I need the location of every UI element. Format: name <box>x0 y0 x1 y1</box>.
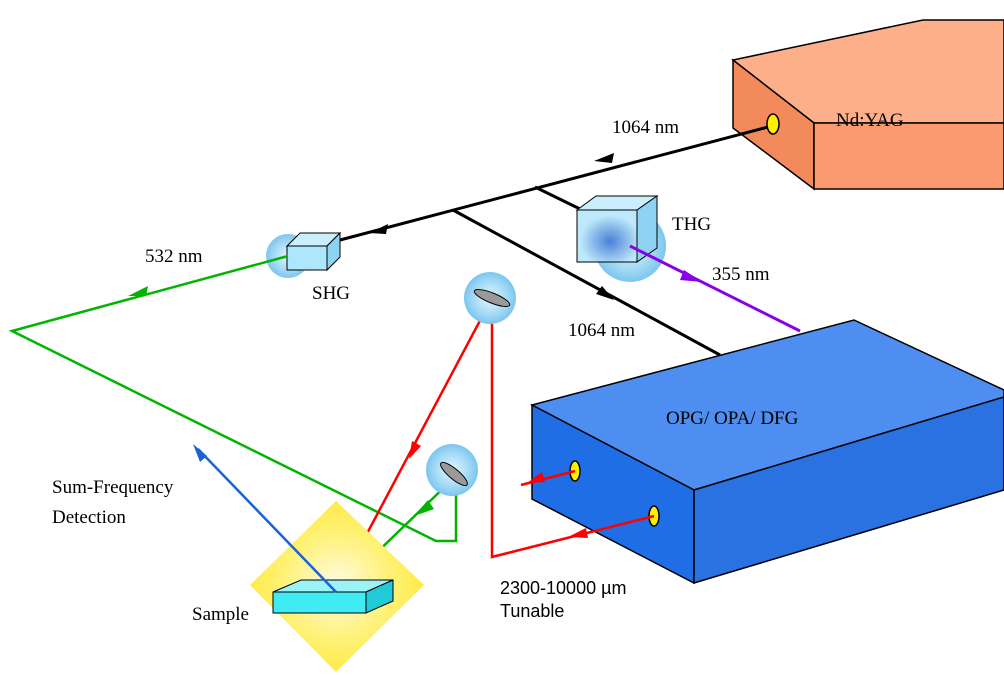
red-arrow-diagonal <box>409 441 421 459</box>
mirror-upper <box>464 272 516 324</box>
ir-beam-to-thg <box>534 185 581 211</box>
red-arrow-lower <box>568 528 588 538</box>
laser-front-face <box>813 122 1004 190</box>
tunable-label-line2: Tunable <box>500 601 564 621</box>
red-arrow-upper <box>527 472 545 483</box>
sample: Sample <box>192 501 424 672</box>
mirror-lower <box>426 444 478 496</box>
green-arrow-upper <box>128 286 148 296</box>
mirror-lower-disc <box>440 461 468 487</box>
shg-label: SHG <box>312 283 350 304</box>
ir-beam-main <box>339 125 769 242</box>
ir-arrow-opg <box>596 286 614 300</box>
nd-yag-laser: Nd:YAG <box>731 19 1004 191</box>
blue-sf-beam <box>197 448 337 593</box>
mirror-upper-disc <box>473 289 511 307</box>
opg-box: OPG/ OPA/ DFG <box>529 319 1004 585</box>
ir-arrow-top <box>594 153 614 163</box>
opg-front-face <box>693 396 1004 585</box>
uv-355-label: 355 nm <box>712 264 770 285</box>
green-532-label: 532 nm <box>145 246 203 267</box>
thg-crystal: THG <box>575 195 711 282</box>
green-beam-532 <box>8 254 458 543</box>
ir-beams <box>339 125 769 357</box>
nd-yag-label: Nd:YAG <box>836 110 904 131</box>
laser-output-port <box>766 113 780 135</box>
tunable-label-line1: 2300-10000 µm <box>500 578 626 598</box>
shg-crystal: SHG <box>266 231 350 304</box>
thg-front-face <box>576 209 638 263</box>
thg-label: THG <box>672 214 711 235</box>
green-arrow-lower <box>414 500 434 516</box>
sample-front-face <box>272 591 367 614</box>
opg-label: OPG/ OPA/ DFG <box>666 408 799 429</box>
blue-arrow <box>193 444 207 462</box>
sample-label: Sample <box>192 604 249 625</box>
sfd-label-line2: Detection <box>52 507 126 528</box>
ir-arrow-shg <box>369 224 388 234</box>
ir-1064-mid-label: 1064 nm <box>568 320 635 341</box>
sfd-label-line1: Sum-Frequency <box>52 477 174 498</box>
uv-arrow <box>680 270 702 282</box>
shg-front-face <box>286 245 328 271</box>
uv-beam-355 <box>629 244 801 333</box>
ir-beam-to-opg <box>452 208 721 357</box>
ir-1064-top-label: 1064 nm <box>612 117 679 138</box>
